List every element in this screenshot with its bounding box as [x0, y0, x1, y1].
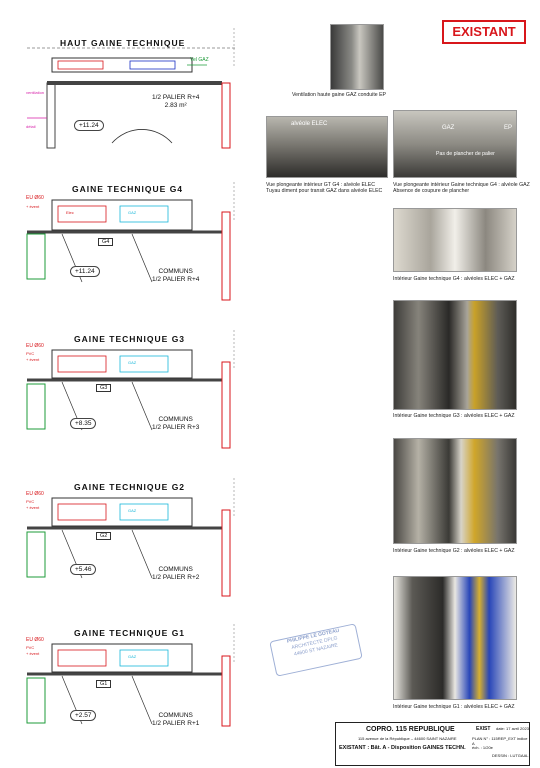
plan-note: + évent [26, 651, 40, 656]
photo-caption: Intérieur Gaine technique G4 : alvéoles … [393, 276, 515, 282]
gaine-label: G2 [96, 532, 112, 540]
gaine-label: G1 [96, 680, 112, 688]
plan-note: + évent [26, 357, 40, 362]
plan-note: ventilation [26, 90, 45, 95]
photo-caption: Vue plongeante intérieur Gaine technique… [393, 182, 530, 188]
landing-line: 1/2 PALIER R+3 [152, 424, 200, 431]
plan-title: GAINE TECHNIQUE G4 [72, 184, 184, 194]
plan-note: GAZ [128, 360, 137, 365]
plan-note: GAZ [128, 210, 137, 215]
landing-line: COMMUNS [158, 712, 193, 719]
plan-title: HAUT GAINE TECHNIQUE [60, 38, 186, 48]
photo-g4-interior [393, 208, 517, 272]
photo-label: EP [504, 125, 513, 131]
plan-note: détail [26, 124, 36, 129]
landing-line: 1/2 PALIER R+4 [152, 276, 200, 283]
scale-field: éch. : 1/20e [472, 745, 493, 750]
landing-line: COMMUNS [158, 268, 193, 275]
plan-note: + évent [26, 505, 40, 510]
plan-note: EU Ø60 [26, 637, 44, 643]
level-marker: +11.24 [74, 120, 104, 131]
photo-alveole-elec: alvéole ELEC [266, 116, 388, 178]
plan-title: GAINE TECHNIQUE G2 [74, 482, 186, 492]
gaine-label: G4 [98, 238, 114, 246]
plan-drawing [26, 624, 235, 727]
plan-gaine-g4: GAINE TECHNIQUE G4 EU Ø60 + évent Elec G… [22, 182, 242, 301]
photo-g3-interior [393, 300, 517, 410]
sheet-title: EXISTANT : Bât. A - Disposition GAINES T… [339, 745, 466, 751]
landing-line: 1/2 PALIER R+2 [152, 574, 200, 581]
landing-label: COMMUNS 1/2 PALIER R+4 [152, 268, 199, 284]
project-address: 115 avenue de la République – 44600 SAIN… [358, 736, 457, 741]
photo-g1-interior [393, 576, 517, 700]
plan-note: PVC [26, 499, 35, 504]
plan-note: EU Ø60 [26, 343, 44, 349]
level-marker: +2.57 [70, 710, 97, 721]
photo-caption: Ventilation haute gaine GAZ conduite EP [292, 92, 387, 98]
plan-note: PVC [26, 351, 35, 356]
landing-line: 2.83 m² [164, 102, 187, 109]
plan-note: Vel GAZ [190, 57, 209, 63]
plan-note: EU Ø60 [26, 195, 44, 201]
phase-code: EXIST [476, 726, 491, 732]
photo-ventilation [330, 24, 384, 90]
landing-line: 1/2 PALIER R+4 [152, 94, 200, 101]
plan-title: GAINE TECHNIQUE G3 [74, 334, 186, 344]
gaine-label: G3 [96, 384, 112, 392]
plan-drawing [26, 478, 235, 597]
plan-gaine-g2: GAINE TECHNIQUE G2 EU Ø60 PVC + évent GA… [22, 478, 242, 597]
plan-note: PVC [26, 645, 35, 650]
plan-note: GAZ [128, 654, 137, 659]
plan-haut-gaine: HAUT GAINE TECHNIQUE ventilation détail … [22, 28, 242, 149]
photo-g2-interior [393, 438, 517, 544]
landing-label: 1/2 PALIER R+4 2.83 m² [152, 94, 199, 110]
landing-label: COMMUNS 1/2 PALIER R+1 [152, 712, 199, 728]
photo-caption: Intérieur Gaine technique G2 : alvéoles … [393, 548, 515, 554]
plan-number: PLAN N° : 115REP_EXT indice A [472, 736, 528, 746]
photo-caption: Vue plongeante intérieur GT G4 : alvéole… [266, 182, 376, 188]
plan-note: Elec [66, 210, 74, 215]
level-marker: +8.35 [70, 418, 97, 429]
plan-drawing [27, 28, 237, 149]
level-marker: +11.24 [70, 266, 100, 277]
architect-stamp: PHILIPPE LE GOTEAU ARCHITECTE DPLG 44600… [269, 623, 363, 677]
photo-label: GAZ [442, 125, 455, 131]
photo-label: alvéole ELEC [291, 121, 328, 127]
landing-label: COMMUNS 1/2 PALIER R+2 [152, 566, 199, 582]
landing-line: 1/2 PALIER R+1 [152, 720, 200, 727]
photo-caption: Intérieur Gaine technique G1 : alvéoles … [393, 704, 515, 710]
level-marker: +5.46 [70, 564, 97, 575]
author-field: DESSIN : LUTGAAL [492, 753, 529, 758]
plan-title: GAINE TECHNIQUE G1 [74, 628, 186, 638]
date-field: date: 17 avril 2023 [496, 726, 529, 731]
landing-line: COMMUNS [158, 416, 193, 423]
photo-alveole-gaz: GAZ EP Pas de plancher de palier [393, 110, 517, 178]
project-name: COPRO. 115 REPUBLIQUE [366, 726, 455, 733]
landing-line: COMMUNS [158, 566, 193, 573]
plan-gaine-g1: GAINE TECHNIQUE G1 EU Ø60 PVC + évent GA… [22, 624, 242, 742]
plan-note: GAZ [128, 508, 137, 513]
photo-caption: Tuyau diment pour transit GAZ dans alvéo… [266, 188, 383, 194]
photo-label: Pas de plancher de palier [436, 151, 495, 157]
title-block: COPRO. 115 REPUBLIQUE 115 avenue de la R… [335, 722, 530, 766]
plan-note: + évent [26, 204, 40, 209]
photo-caption: Intérieur Gaine technique G3 : alvéoles … [393, 413, 515, 419]
plan-drawing [26, 330, 235, 449]
plan-drawing [26, 182, 235, 301]
landing-label: COMMUNS 1/2 PALIER R+3 [152, 416, 199, 432]
plan-gaine-g3: GAINE TECHNIQUE G3 EU Ø60 PVC + évent GA… [22, 330, 242, 449]
existant-badge: EXISTANT [442, 20, 526, 44]
plan-note: EU Ø60 [26, 491, 44, 497]
photo-caption: Absence de coupure de plancher [393, 188, 470, 194]
